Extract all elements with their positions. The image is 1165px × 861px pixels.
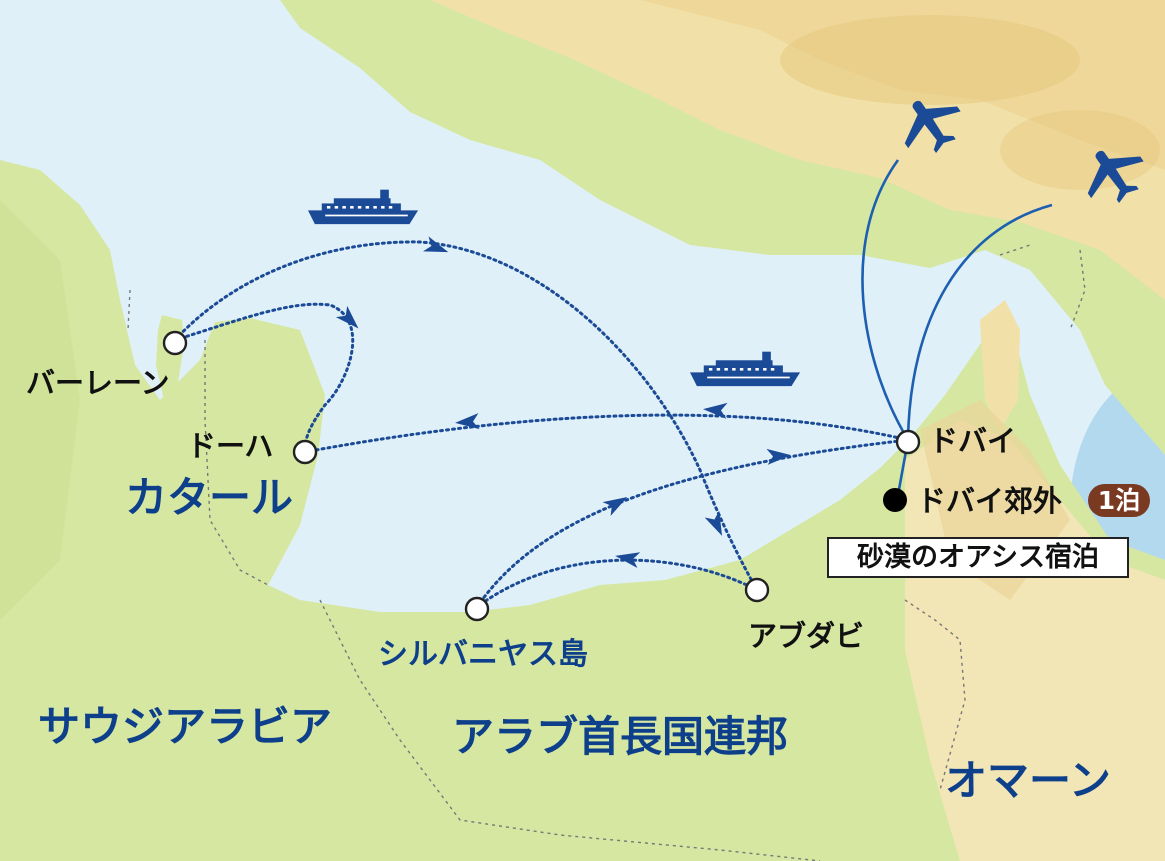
stop-marker-dubai [895, 429, 921, 455]
label-bahrain: バーレーン [26, 366, 170, 400]
route-abudhabi-to-sirbaniyas [475, 558, 759, 609]
label-qatar: カタール [125, 473, 294, 522]
label-saudi-arabia: サウジアラビア [38, 702, 333, 751]
label-dubai-suburbs: ドバイ郊外 [917, 484, 1063, 518]
label-sir-bani-yas: シルバニヤス島 [378, 637, 588, 672]
stop-marker-sirbaniyas [464, 596, 490, 622]
route-bahrain-to-doha [173, 302, 355, 454]
label-abu-dhabi: アブダビ [748, 619, 865, 653]
label-oman: オマーン [945, 756, 1111, 805]
flight-path-2 [906, 203, 1053, 441]
label-dubai: ドバイ [929, 424, 1017, 458]
stop-marker-abudhabi [744, 577, 770, 603]
stop-marker-doha [292, 439, 318, 465]
route-dubai-to-doha [303, 413, 910, 454]
stay-note-box: 砂漠のオアシス宿泊 [827, 537, 1129, 578]
stay-nights-badge: 1泊 [1088, 484, 1150, 517]
label-doha: ドーハ [187, 429, 274, 463]
stay-marker-icon [883, 488, 907, 512]
stop-marker-bahrain [162, 330, 188, 356]
flight-path-1 [861, 159, 910, 441]
label-uae: アラブ首長国連邦 [452, 712, 789, 761]
